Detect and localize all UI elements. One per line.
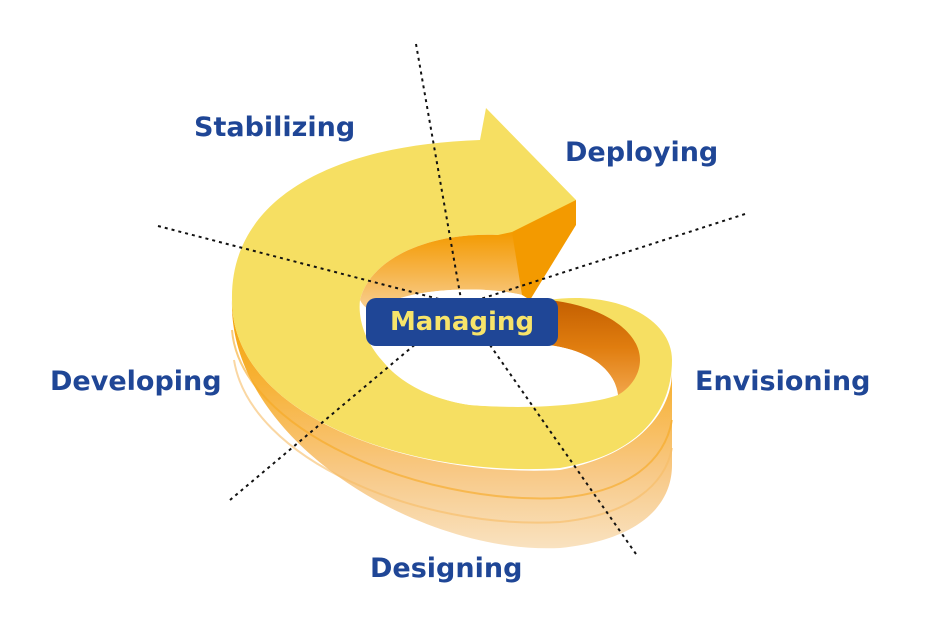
phase-label-developing: Developing [50,366,222,397]
divider-line [461,213,746,306]
phase-label-designing: Designing [370,553,523,584]
center-label: Managing [389,307,535,337]
divider-line [157,225,463,306]
arrow-top-face [231,108,673,470]
inner-wall [360,232,523,310]
arrow-side-band [231,300,673,549]
phase-label-deploying: Deploying [565,137,719,168]
phase-label-envisioning: Envisioning [695,366,871,397]
divider-line [415,43,463,306]
phase-label-stabilizing: Stabilizing [194,112,356,143]
center-box: Managing [366,298,558,346]
arrow-head-side [512,200,576,300]
inner-wall-right [548,300,640,395]
divider-line [461,304,637,555]
